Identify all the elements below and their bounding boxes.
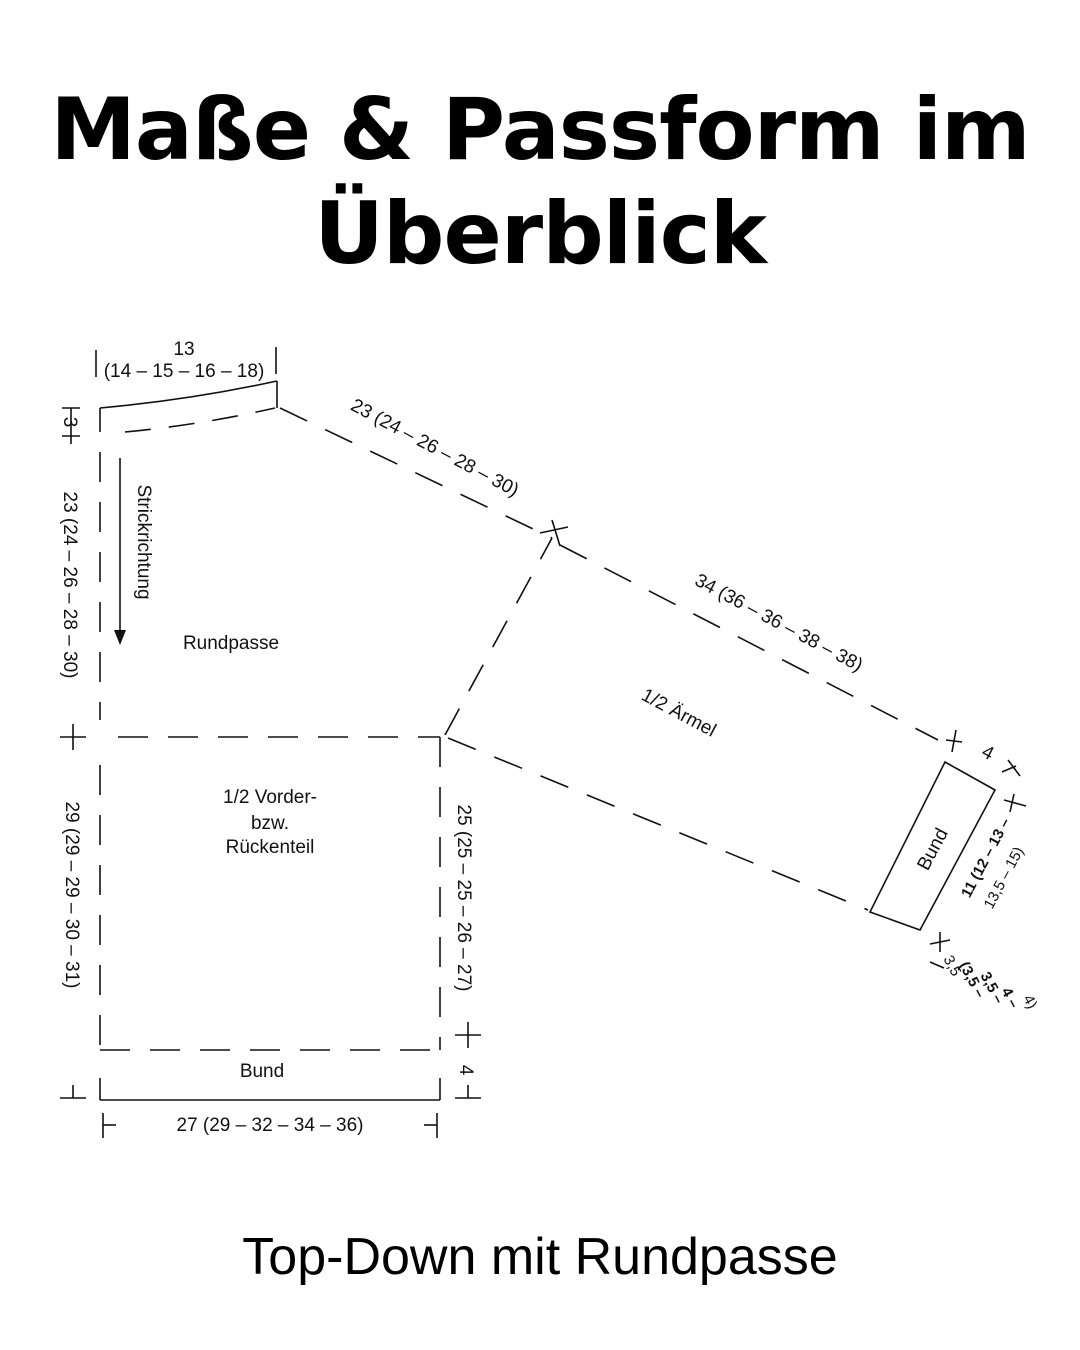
cuff-label: Bund: [913, 825, 952, 874]
neckline-dashed: [124, 407, 276, 433]
neck-depth-label: 3: [59, 417, 80, 428]
cuff-len-tick-end: [1007, 759, 1021, 777]
raglan-cross-a: [539, 526, 569, 534]
neck-width-sizes: (14 – 15 – 16 – 18): [104, 361, 265, 382]
cuff-len-cross-b: [951, 729, 957, 753]
cuff-small-tick: [929, 961, 945, 969]
yoke-depth-label: 23 (24 – 26 – 28 – 30): [59, 492, 80, 679]
direction-arrow-head: [114, 630, 126, 645]
direction-label: Strickrichtung: [133, 484, 154, 599]
raglan-line: [279, 407, 553, 539]
neckline-curve: [99, 380, 278, 409]
sleeve-label: 1/2 Ärmel: [638, 685, 720, 742]
cuff-width-tick-top-b: [1009, 793, 1015, 813]
body-label-line-3: Rückenteil: [226, 837, 315, 858]
underarm-raglan: [444, 537, 553, 736]
cuff-length-label: 4: [978, 741, 998, 765]
body-label-line-1: 1/2 Vorder-: [223, 787, 317, 808]
body-width-label: 27 (29 – 32 – 34 – 36): [177, 1115, 364, 1136]
cuff-width-tick-top: [1003, 799, 1027, 807]
yoke-label: Rundpasse: [183, 633, 279, 654]
raglan-label: 23 (24 – 26 – 28 – 30): [347, 395, 522, 501]
side-length-label: 25 (25 – 25 – 26 – 27): [453, 805, 474, 992]
hem-height-label: 4: [455, 1065, 476, 1076]
title-line-2: Überblick: [314, 184, 767, 284]
hem-label: Bund: [240, 1061, 284, 1082]
cuff-outline: [868, 760, 997, 931]
cuff-len-tick-end-b: [1001, 765, 1017, 773]
body-label-line-2: bzw.: [251, 813, 289, 834]
subtitle: Top-Down mit Rundpasse: [242, 1228, 838, 1286]
neck-width-main: 13: [173, 339, 194, 360]
sleeve-top-line: [559, 544, 939, 741]
page-title: Maße & Passform im Überblick: [0, 78, 1080, 286]
raglan-cross-b: [551, 519, 561, 547]
sleeve-under-line: [447, 737, 869, 911]
body-length-label: 29 (29 – 29 – 30 – 31): [61, 802, 82, 989]
sleeve-top-label: 34 (36 – 36 – 38 – 38): [691, 570, 866, 676]
cuff-small-5: 4): [1019, 992, 1040, 1012]
title-line-1: Maße & Passform im: [50, 80, 1030, 180]
